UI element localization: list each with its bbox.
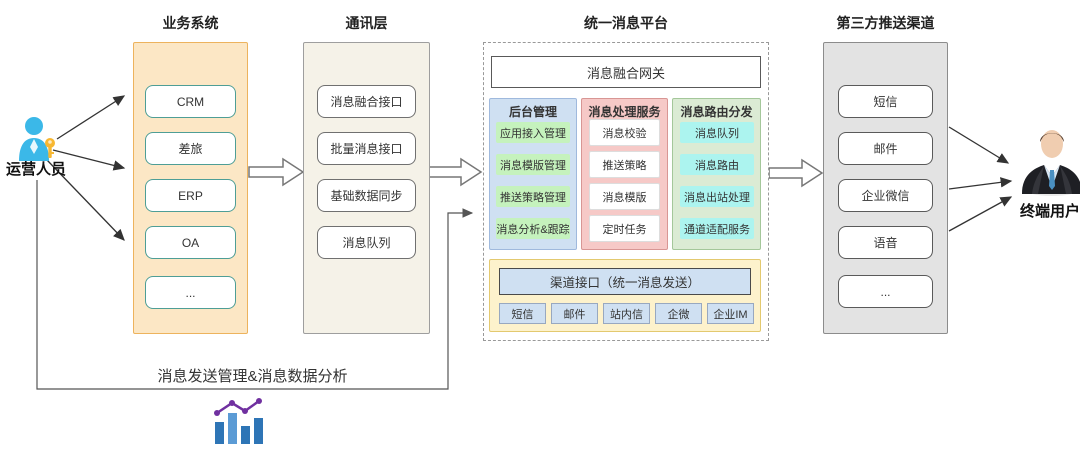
thirdparty-node-wecom: 企业微信 <box>838 179 933 212</box>
arrow-thirdparty-user-3 <box>948 196 1013 232</box>
end-user-label: 终端用户 <box>1019 203 1080 220</box>
arrow-operator-middle <box>52 149 126 171</box>
processing-item-template: 消息模版 <box>589 183 660 210</box>
feedback-connector <box>36 180 474 390</box>
feedback-label: 消息发送管理&消息数据分析 <box>157 368 348 385</box>
admin-item-app-access: 应用接入管理 <box>496 122 570 143</box>
business-node-more: ... <box>145 276 236 309</box>
block-arrow-platform-thirdparty <box>768 158 824 188</box>
thirdparty-node-email: 邮件 <box>838 132 933 165</box>
block-arrow-business-comm <box>248 157 305 187</box>
operator-person-icon <box>19 117 55 161</box>
processing-item-push-policy: 推送策略 <box>589 151 660 178</box>
comm-node-fusion-api: 消息融合接口 <box>317 85 416 118</box>
platform-column-title: 统一消息平台 <box>584 15 668 31</box>
thirdparty-column-title: 第三方推送渠道 <box>836 15 935 31</box>
admin-item-analysis-tracking: 消息分析&跟踪 <box>496 218 570 239</box>
thirdparty-node-voice: 语音 <box>838 226 933 259</box>
group-routing-title: 消息路由分发 <box>680 105 753 119</box>
arrow-thirdparty-user-1 <box>948 126 1010 164</box>
routing-item-outbound: 消息出站处理 <box>680 186 754 207</box>
business-node-erp: ERP <box>145 179 236 212</box>
comm-node-data-sync: 基础数据同步 <box>317 179 416 212</box>
channel-interface-bar: 渠道接口（统一消息发送） <box>499 268 751 295</box>
arrow-operator-oa <box>46 159 125 241</box>
comm-node-batch-api: 批量消息接口 <box>317 132 416 165</box>
comm-column-title: 通讯层 <box>345 15 388 31</box>
block-arrow-comm-platform <box>428 157 483 187</box>
routing-item-route: 消息路由 <box>680 154 754 175</box>
routing-item-channel-adapt: 通道适配服务 <box>680 218 754 239</box>
processing-item-scheduled-task: 定时任务 <box>589 215 660 242</box>
processing-item-validation: 消息校验 <box>589 119 660 146</box>
group-admin-title: 后台管理 <box>508 105 557 119</box>
thirdparty-node-sms: 短信 <box>838 85 933 118</box>
business-node-crm: CRM <box>145 85 236 118</box>
channel-chip-enterprise-im: 企业IM <box>707 303 754 324</box>
operator-label: 运营人员 <box>5 161 66 178</box>
business-node-travel: 差旅 <box>145 132 236 165</box>
group-processing-title: 消息处理服务 <box>588 105 661 119</box>
channel-chip-email: 邮件 <box>551 303 598 324</box>
routing-item-queue: 消息队列 <box>680 122 754 143</box>
business-column-title: 业务系统 <box>162 15 219 31</box>
channel-chip-sms: 短信 <box>499 303 546 324</box>
arrow-thirdparty-user-2 <box>948 177 1013 190</box>
platform-gateway: 消息融合网关 <box>491 56 761 88</box>
channel-chip-wecom: 企微 <box>655 303 702 324</box>
admin-item-push-policy-mgmt: 推送策略管理 <box>496 186 570 207</box>
comm-node-queue: 消息队列 <box>317 226 416 259</box>
admin-item-template-mgmt: 消息模版管理 <box>496 154 570 175</box>
end-user-person-icon <box>1022 130 1080 196</box>
bar-chart-icon <box>214 398 263 444</box>
business-node-oa: OA <box>145 226 236 259</box>
channel-chip-inbox: 站内信 <box>603 303 650 324</box>
thirdparty-node-more: ... <box>838 275 933 308</box>
arrow-operator-crm <box>56 95 126 140</box>
